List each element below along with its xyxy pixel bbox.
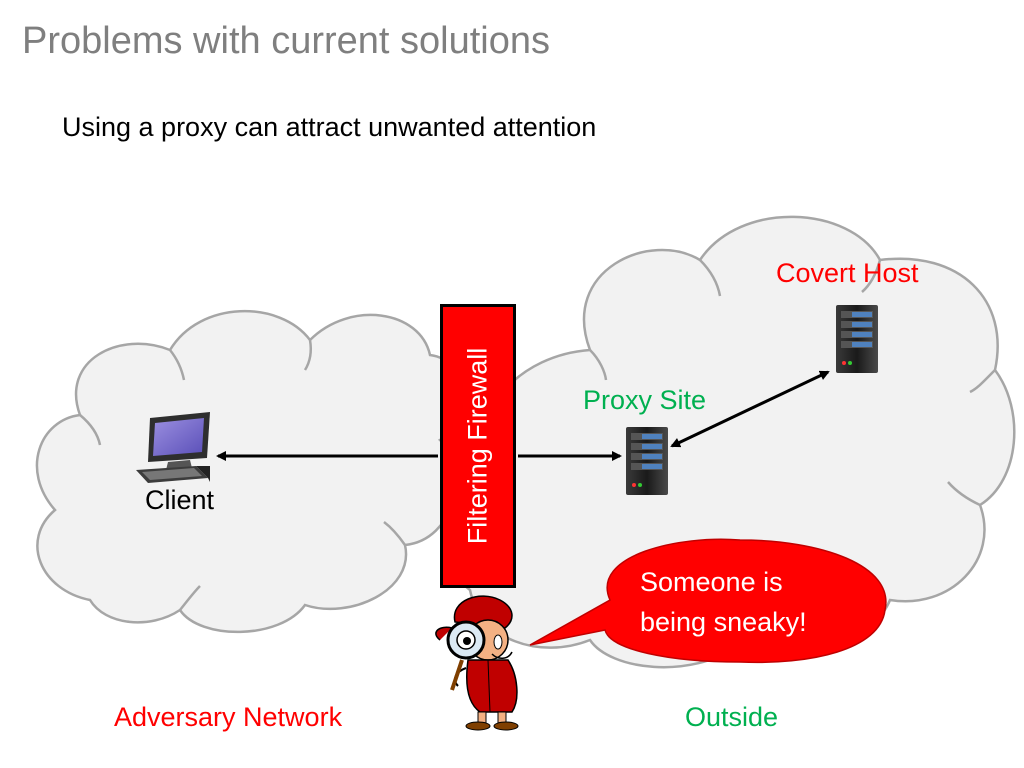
server-tower-icon [836, 305, 878, 373]
outside-label: Outside [685, 702, 779, 732]
client-label: Client [145, 485, 215, 515]
proxy-covert-arrow [670, 370, 830, 448]
adversary-network-label: Adversary Network [114, 702, 343, 732]
speech-text: Someone is being sneaky! [640, 562, 860, 642]
adversary-cloud [35, 310, 465, 634]
filtering-firewall: Filtering Firewall [440, 304, 516, 588]
speech-line-1: Someone is [640, 567, 783, 597]
slide-subtitle: Using a proxy can attract unwanted atten… [62, 112, 597, 142]
computer-terminal-icon [136, 412, 210, 483]
slide-title: Problems with current solutions [22, 20, 550, 62]
speech-bubble [529, 538, 887, 664]
speech-line-2: being sneaky! [640, 607, 807, 637]
detective-magnifier-icon [435, 595, 519, 731]
covert-host-label: Covert Host [776, 258, 919, 288]
server-tower-icon [626, 427, 668, 495]
firewall-label: Filtering Firewall [462, 347, 493, 545]
proxy-site-label: Proxy Site [583, 385, 707, 415]
